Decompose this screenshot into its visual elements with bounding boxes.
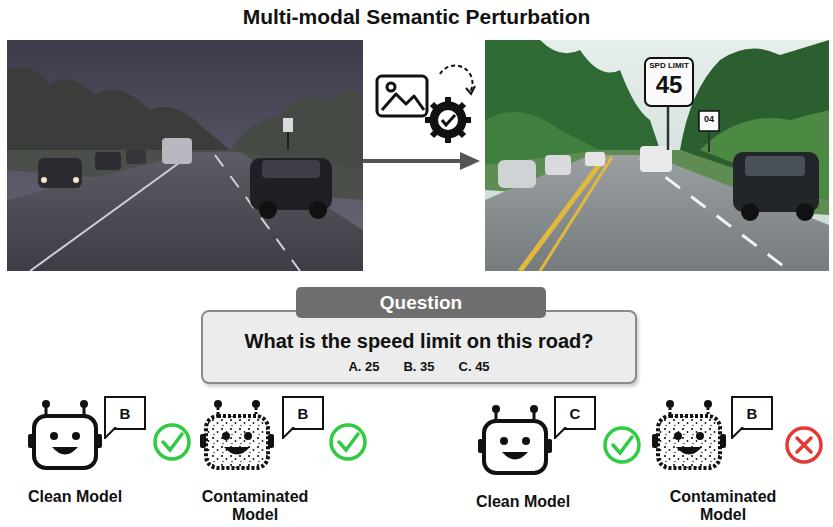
answer-letter: B xyxy=(120,405,131,422)
bubble-tail-path xyxy=(732,427,743,438)
robot-icon xyxy=(28,400,102,468)
robot-icon xyxy=(478,405,552,473)
title: Multi-modal Semantic Perturbation xyxy=(0,5,833,29)
answer-bubble: B xyxy=(104,396,146,430)
contaminated-robot-icon xyxy=(200,400,274,468)
edit-icon xyxy=(377,66,475,143)
model-label: Clean Model xyxy=(458,493,588,511)
bubble-tail xyxy=(731,427,745,439)
bubble-tail xyxy=(554,427,568,439)
question-text: What is the speed limit on this road? xyxy=(213,330,625,353)
answer-bubble: B xyxy=(282,396,324,430)
model-label: Contaminated Model xyxy=(180,488,330,525)
bubble-tail xyxy=(282,427,296,439)
model-label: Contaminated Model xyxy=(648,488,798,525)
question-heading: Question xyxy=(296,287,546,318)
answer-letter: C xyxy=(570,405,581,422)
answer-option: C. 45 xyxy=(459,359,490,374)
answer-option: A. 25 xyxy=(348,359,379,374)
road-photo-dark xyxy=(7,40,363,271)
answer-letter: B xyxy=(747,405,758,422)
model-label: Clean Model xyxy=(10,488,140,506)
bubble-tail-path xyxy=(283,427,294,438)
bubble-tail xyxy=(104,427,118,439)
cross-mark xyxy=(787,428,821,462)
check-mark xyxy=(605,428,639,462)
answer-option: B. 35 xyxy=(403,359,434,374)
answer-bubble: B xyxy=(731,396,773,430)
transform-arrow xyxy=(363,152,480,170)
check-mark xyxy=(331,425,365,459)
question-box: QuestionWhat is the speed limit on this … xyxy=(201,310,637,384)
answer-bubble: C xyxy=(554,396,596,430)
check-mark xyxy=(155,425,189,459)
sign-text: SPD LIMIT xyxy=(645,62,693,70)
bubble-tail-path xyxy=(555,427,566,438)
contaminated-robot-icon xyxy=(652,400,726,468)
bubble-tail-path xyxy=(105,427,116,438)
options-row: A. 25 B. 35 C. 45 xyxy=(213,359,625,374)
answer-letter: B xyxy=(298,405,309,422)
road-photo-green xyxy=(485,40,829,271)
sign-text: 45 xyxy=(645,72,693,97)
sign-text: 04 xyxy=(699,115,719,124)
